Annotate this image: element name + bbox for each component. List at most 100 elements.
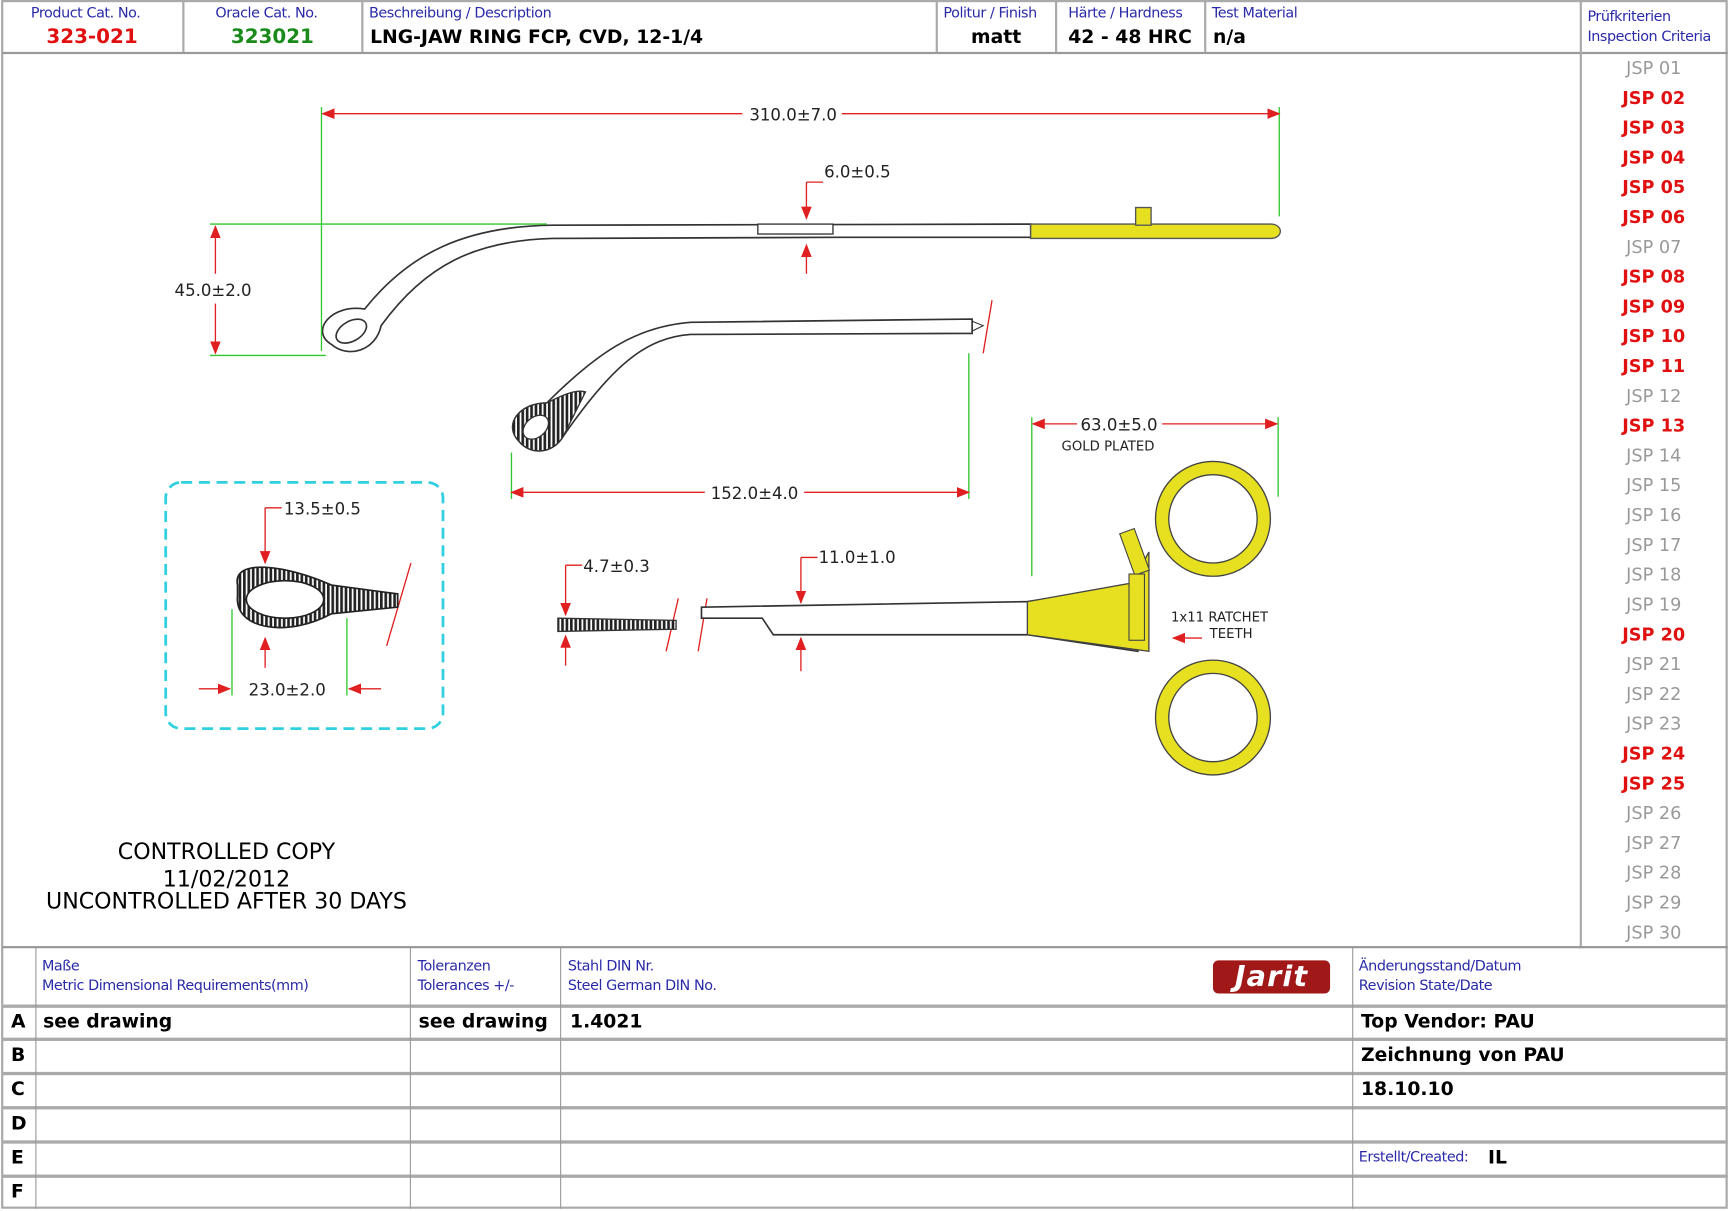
dims-label-de: Maße xyxy=(41,958,80,975)
product-cat-cell: Product Cat. No. 323-021 xyxy=(2,0,185,52)
dim-jaw-width: 6.0±0.5 xyxy=(824,163,891,182)
inspection-criterion: JSP 29 xyxy=(1626,891,1682,913)
dim-gold-length: 63.0±5.0 xyxy=(1081,416,1158,435)
col-divider xyxy=(1352,947,1354,1209)
inspection-criterion: JSP 04 xyxy=(1622,146,1686,168)
inspection-criterion: JSP 19 xyxy=(1626,593,1682,615)
inspection-criterion: JSP 11 xyxy=(1622,355,1686,377)
inspection-label-en: Inspection Criteria xyxy=(1587,28,1711,46)
table-row xyxy=(2,1174,1728,1178)
product-cat-label: Product Cat. No. xyxy=(30,5,141,23)
jarit-logo: Jarit xyxy=(1212,960,1331,994)
row-tolerance: see drawing xyxy=(418,1011,548,1034)
dims-label-en: Metric Dimensional Requirements(mm) xyxy=(41,978,309,995)
header-divider xyxy=(2,51,1728,55)
created-value: IL xyxy=(1488,1146,1508,1170)
oracle-cat-label: Oracle Cat. No. xyxy=(215,5,318,23)
inspection-criterion: JSP 24 xyxy=(1622,742,1686,764)
inspection-criterion: JSP 09 xyxy=(1622,295,1686,317)
inspection-criterion: JSP 18 xyxy=(1626,564,1682,586)
table-row xyxy=(2,1004,1728,1008)
inspection-criterion: JSP 10 xyxy=(1622,325,1686,347)
product-cat-value: 323-021 xyxy=(46,25,138,49)
dim-ring-length: 23.0±2.0 xyxy=(249,680,326,699)
row-letter: E xyxy=(11,1146,24,1170)
row-letter: B xyxy=(11,1044,26,1067)
inspection-criterion: JSP 28 xyxy=(1626,862,1682,884)
inspection-criterion: JSP 30 xyxy=(1626,921,1682,943)
inspection-criterion: JSP 05 xyxy=(1622,176,1686,198)
instrument-side-view xyxy=(321,206,1281,353)
ring-detail xyxy=(236,566,399,629)
row-revision: Top Vendor: PAU xyxy=(1360,1011,1535,1034)
test-material-label: Test Material xyxy=(1211,5,1298,23)
gold-plated-note: GOLD PLATED xyxy=(1062,439,1155,454)
col-divider xyxy=(560,947,562,1209)
inspection-criterion: JSP 01 xyxy=(1626,57,1682,79)
technical-drawing: 310.0±7.0 6.0±0.5 45.0±2.0 152.0±4.0 63.… xyxy=(164,105,1281,776)
description-value: LNG-JAW RING FCP, CVD, 12-1/4 xyxy=(370,26,704,49)
inspection-criterion: JSP 17 xyxy=(1626,534,1682,556)
rev-label-en: Revision State/Date xyxy=(1358,978,1493,995)
row-letter: C xyxy=(11,1078,25,1101)
ratchet-note-1: 1x11 RATCHET xyxy=(1171,610,1269,625)
dim-box-width: 11.0±1.0 xyxy=(819,548,896,567)
ratchet-note-2: TEETH xyxy=(1209,627,1253,642)
created-label: Erstellt/Created: xyxy=(1358,1149,1469,1166)
hardness-cell: Härte / Hardness 42 - 48 HRC xyxy=(1055,0,1207,52)
rev-label-de: Änderungsstand/Datum xyxy=(1358,958,1522,975)
instrument-hemostat-view xyxy=(557,460,1272,776)
inspection-criterion: JSP 16 xyxy=(1626,504,1682,526)
row-letter: F xyxy=(11,1181,24,1204)
inspection-criterion: JSP 03 xyxy=(1622,117,1686,138)
col-divider xyxy=(35,947,37,1209)
inspection-criterion: JSP 21 xyxy=(1626,653,1682,675)
table-row xyxy=(2,1071,1728,1076)
description-label: Beschreibung / Description xyxy=(368,5,552,23)
inspection-criterion: JSP 23 xyxy=(1626,713,1682,735)
table-row xyxy=(2,1106,1728,1110)
inspection-label-de: Prüfkriterien xyxy=(1587,8,1671,26)
inspection-criterion: JSP 13 xyxy=(1622,415,1686,437)
col-divider xyxy=(409,947,411,1209)
stamp-line-2: 11/02/2012 xyxy=(162,865,291,892)
test-material-value: n/a xyxy=(1212,26,1246,49)
inspection-criterion: JSP 22 xyxy=(1626,683,1682,705)
tol-label-en: Tolerances +/- xyxy=(417,978,515,995)
row-dims: see drawing xyxy=(43,1011,173,1034)
row-revision: Zeichnung von PAU xyxy=(1360,1044,1565,1067)
dim-overall-length: 310.0±7.0 xyxy=(749,105,837,124)
hardness-value: 42 - 48 HRC xyxy=(1068,26,1192,49)
description-cell: Beschreibung / Description LNG-JAW RING … xyxy=(361,0,938,52)
row-letter: D xyxy=(11,1112,27,1135)
steel-label-en: Steel German DIN No. xyxy=(567,978,717,995)
footer-divider xyxy=(2,946,1728,949)
inspection-criterion: JSP 14 xyxy=(1626,444,1682,466)
inspection-criterion: JSP 27 xyxy=(1626,832,1682,854)
row-steel: 1.4021 xyxy=(570,1011,643,1034)
inspection-criterion: JSP 07 xyxy=(1626,236,1682,258)
finish-cell: Politur / Finish matt xyxy=(936,0,1058,52)
instrument-top-view xyxy=(512,318,985,452)
row-letter: A xyxy=(11,1011,26,1034)
finish-value: matt xyxy=(971,26,1022,49)
inspection-criterion: JSP 02 xyxy=(1622,87,1686,109)
inspection-criterion: JSP 26 xyxy=(1626,802,1682,824)
finish-label: Politur / Finish xyxy=(943,5,1037,23)
test-material-cell: Test Material n/a xyxy=(1204,0,1582,52)
stamp-line-1: CONTROLLED COPY xyxy=(117,837,336,865)
tol-label-de: Toleranzen xyxy=(417,958,491,975)
row-revision: 18.10.10 xyxy=(1360,1078,1454,1101)
oracle-cat-cell: Oracle Cat. No. 323021 xyxy=(182,0,364,52)
hardness-label: Härte / Hardness xyxy=(1068,5,1183,23)
dim-ring-width: 13.5±0.5 xyxy=(284,499,361,518)
inspection-criterion: JSP 15 xyxy=(1626,474,1682,496)
inspection-criterion: JSP 06 xyxy=(1622,206,1686,228)
dim-ring-offset: 45.0±2.0 xyxy=(175,281,252,300)
jsp-divider xyxy=(1579,51,1582,949)
detail-inset-frame xyxy=(164,481,445,730)
oracle-cat-value: 323021 xyxy=(230,25,314,49)
dim-shaft-length: 152.0±4.0 xyxy=(711,484,799,503)
